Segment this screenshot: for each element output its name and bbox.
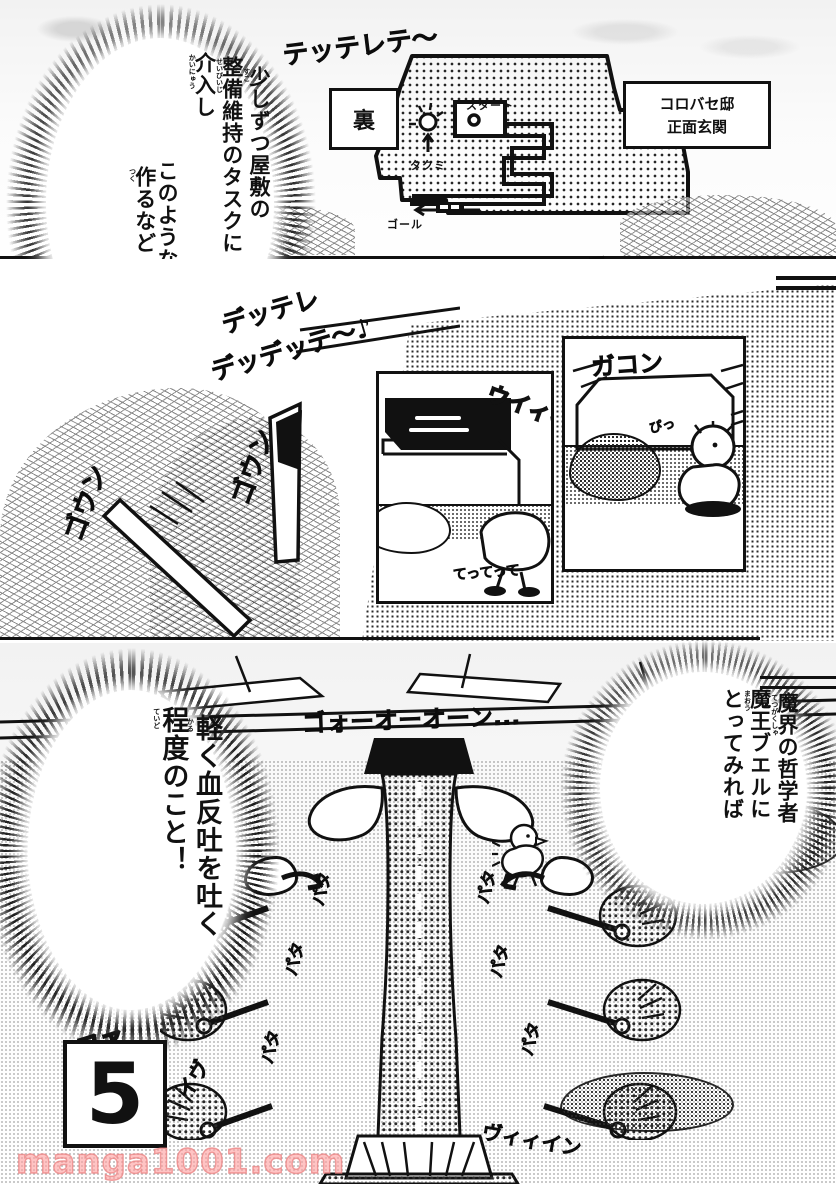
- balloon-top-ruby-1: すこ: [242, 68, 251, 82]
- balloon-br-line-2: 魔王ブエルに: [747, 688, 772, 820]
- balloon-bottom-right-text: 魔界の哲学者 てつがくしゃ 魔王ブエルに まおう とってみれば: [612, 684, 800, 898]
- bush-left-inner: [379, 502, 451, 554]
- page-number-box: 5: [63, 1040, 167, 1148]
- mansion-facade-diagram: [374, 54, 690, 217]
- balloon-top-text: 少しずつ屋敷の すこ 整備維持のタスクに せいびいじ 介入し かいにゅう: [60, 48, 271, 364]
- balloon-bl-line-1: 軽く血反吐を吐く: [191, 714, 222, 938]
- balloon-br-line-1: 魔界の哲学者: [775, 692, 799, 824]
- hedge-middle-center: [150, 418, 340, 638]
- map-start-label: スタート: [466, 99, 514, 112]
- panel-gutter-mark-bottom-2: [760, 686, 836, 689]
- chick-flying: [492, 823, 550, 887]
- balloon-br-line-3: とってみれば: [720, 688, 745, 820]
- balloon-top-ruby-2: せいびいじ: [215, 58, 224, 93]
- mechanism-arms: [101, 306, 460, 639]
- map-actor-label: タクミ: [410, 159, 446, 172]
- balloon-bottom-left-text: 軽く血反吐を吐く かる 程度のこと！ ていど: [50, 700, 222, 1000]
- panel-gutter-mark-right: [776, 276, 836, 280]
- ground-line-middle: [0, 637, 760, 640]
- balloon-br-ruby-1: てつがくしゃ: [770, 694, 779, 736]
- balloon-top-line-1: 少しずつ屋敷の: [247, 66, 271, 220]
- balloon-core-bottom-left: [28, 690, 234, 1010]
- balloon-bl-ruby-1: かる: [186, 718, 195, 732]
- balloon-core-bottom-right: [600, 672, 806, 904]
- bush-right-inner: [569, 433, 661, 501]
- map-goal-label: ゴール: [387, 218, 423, 231]
- middle-inner-panel-left: てってって ウイィィン: [376, 371, 554, 604]
- panel-gutter-mark-right-2: [776, 286, 836, 290]
- balloon-top-ruby-3: かいにゅう: [188, 54, 197, 89]
- fountain-tower: [307, 738, 535, 1184]
- place-label-line-1: コロバセ邸: [659, 95, 735, 113]
- panel-gutter-mark-bottom: [760, 676, 836, 679]
- balloon-top-line-2: 整備維持のタスクに: [219, 56, 244, 254]
- hedge-top-right: [620, 195, 836, 257]
- running-figure: [479, 511, 551, 597]
- place-label-box: コロバセ邸 正面玄関: [623, 81, 771, 149]
- back-side-label-box: 裏: [329, 88, 399, 150]
- chick-figure: [677, 421, 741, 517]
- balloon-bl-ruby-2: ていど: [152, 708, 161, 729]
- balloon-br-ruby-2: まおう: [743, 690, 752, 711]
- sfx-gakon: ガコン: [590, 348, 665, 382]
- balloon-bl-line-2: 程度のこと！: [157, 706, 189, 874]
- middle-inner-panel-right: ぴっ ガコン: [562, 336, 746, 572]
- balloon-top-ruby-5: つく: [128, 168, 137, 182]
- ground-line-top: [0, 256, 836, 259]
- bush-bottom-right: [560, 1072, 734, 1132]
- back-side-label: 裏: [352, 109, 375, 134]
- balloon-top-line-3: 介入し: [192, 52, 217, 118]
- page-number: 5: [85, 1045, 145, 1143]
- place-label-line-2: 正面玄関: [666, 118, 727, 136]
